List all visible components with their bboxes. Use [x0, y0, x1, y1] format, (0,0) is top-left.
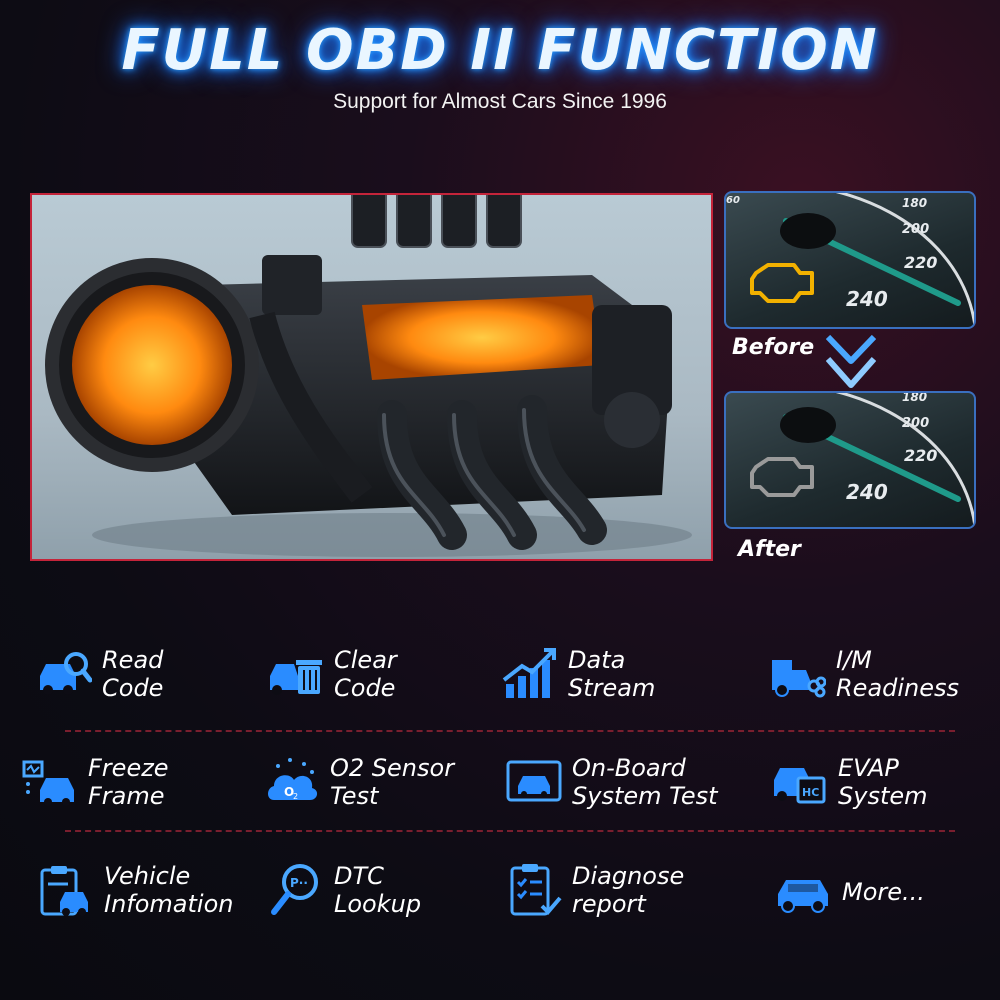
gauge-before-tick-200: 200 [902, 222, 929, 237]
page-subtitle: Support for Almost Cars Since 1996 [333, 90, 667, 113]
feature-more: More... [776, 864, 925, 920]
car-screen-icon [506, 760, 562, 802]
gauge-before: 180 200 220 240 60 [724, 191, 976, 329]
truck-exhaust-icon [772, 660, 826, 698]
feature-on-board-system-test: On-Board System Test [506, 754, 718, 810]
page-title: FULL OBD II FUNCTION [121, 18, 879, 83]
feature-evap-system: HC EVAP System [772, 754, 928, 810]
gauge-before-tick-220: 220 [904, 253, 937, 272]
divider [65, 730, 955, 732]
feature-im-readiness: I/M Readiness [770, 646, 959, 702]
checklist-icon [510, 864, 562, 916]
gauge-before-tick-partial: 60 [726, 195, 740, 206]
feature-freeze-frame: Freeze Frame [22, 754, 169, 810]
car-trash-icon [270, 660, 322, 695]
svg-text:2: 2 [293, 792, 298, 801]
gauge-after: 180 200 220 240 [724, 391, 976, 529]
feature-diagnose-report: Diagnose report [506, 862, 684, 918]
after-label: After [738, 537, 801, 562]
before-label: Before [732, 335, 815, 360]
gauge-after-tick-200: 200 [902, 416, 929, 431]
gauge-after-tick-180: 180 [902, 393, 927, 404]
car-monitor-icon [22, 760, 74, 806]
divider [65, 830, 955, 832]
gauge-before-tick-240: 240 [846, 287, 888, 311]
check-engine-icon-after [750, 457, 814, 497]
chevron-down-icon [826, 334, 876, 388]
car-icon [778, 880, 828, 913]
engine-image [30, 193, 713, 561]
svg-text:P··: P·· [290, 876, 308, 890]
o2-cloud-icon: O 2 [268, 758, 318, 801]
check-engine-icon-before [750, 263, 814, 303]
gauge-before-tick-180: 180 [902, 196, 927, 210]
car-hc-icon: HC [774, 768, 826, 804]
svg-text:O: O [284, 785, 294, 799]
clipboard-car-icon [40, 866, 88, 916]
magnifier-p-icon: P·· [271, 864, 318, 915]
feature-clear-code: Clear Code [268, 646, 397, 702]
svg-text:HC: HC [802, 786, 819, 799]
bar-chart-arrow-icon [502, 648, 556, 698]
car-magnifier-icon [40, 652, 92, 695]
feature-vehicle-information: Vehicle Infomation [38, 862, 233, 918]
feature-dtc-lookup: P·· DTC Lookup [268, 862, 421, 918]
feature-read-code: Read Code [36, 646, 163, 702]
gauge-after-tick-240: 240 [846, 480, 888, 504]
feature-o2-sensor-test: O 2 O2 Sensor Test [264, 754, 454, 810]
feature-data-stream: Data Stream [502, 646, 655, 702]
gauge-after-tick-220: 220 [904, 446, 937, 465]
